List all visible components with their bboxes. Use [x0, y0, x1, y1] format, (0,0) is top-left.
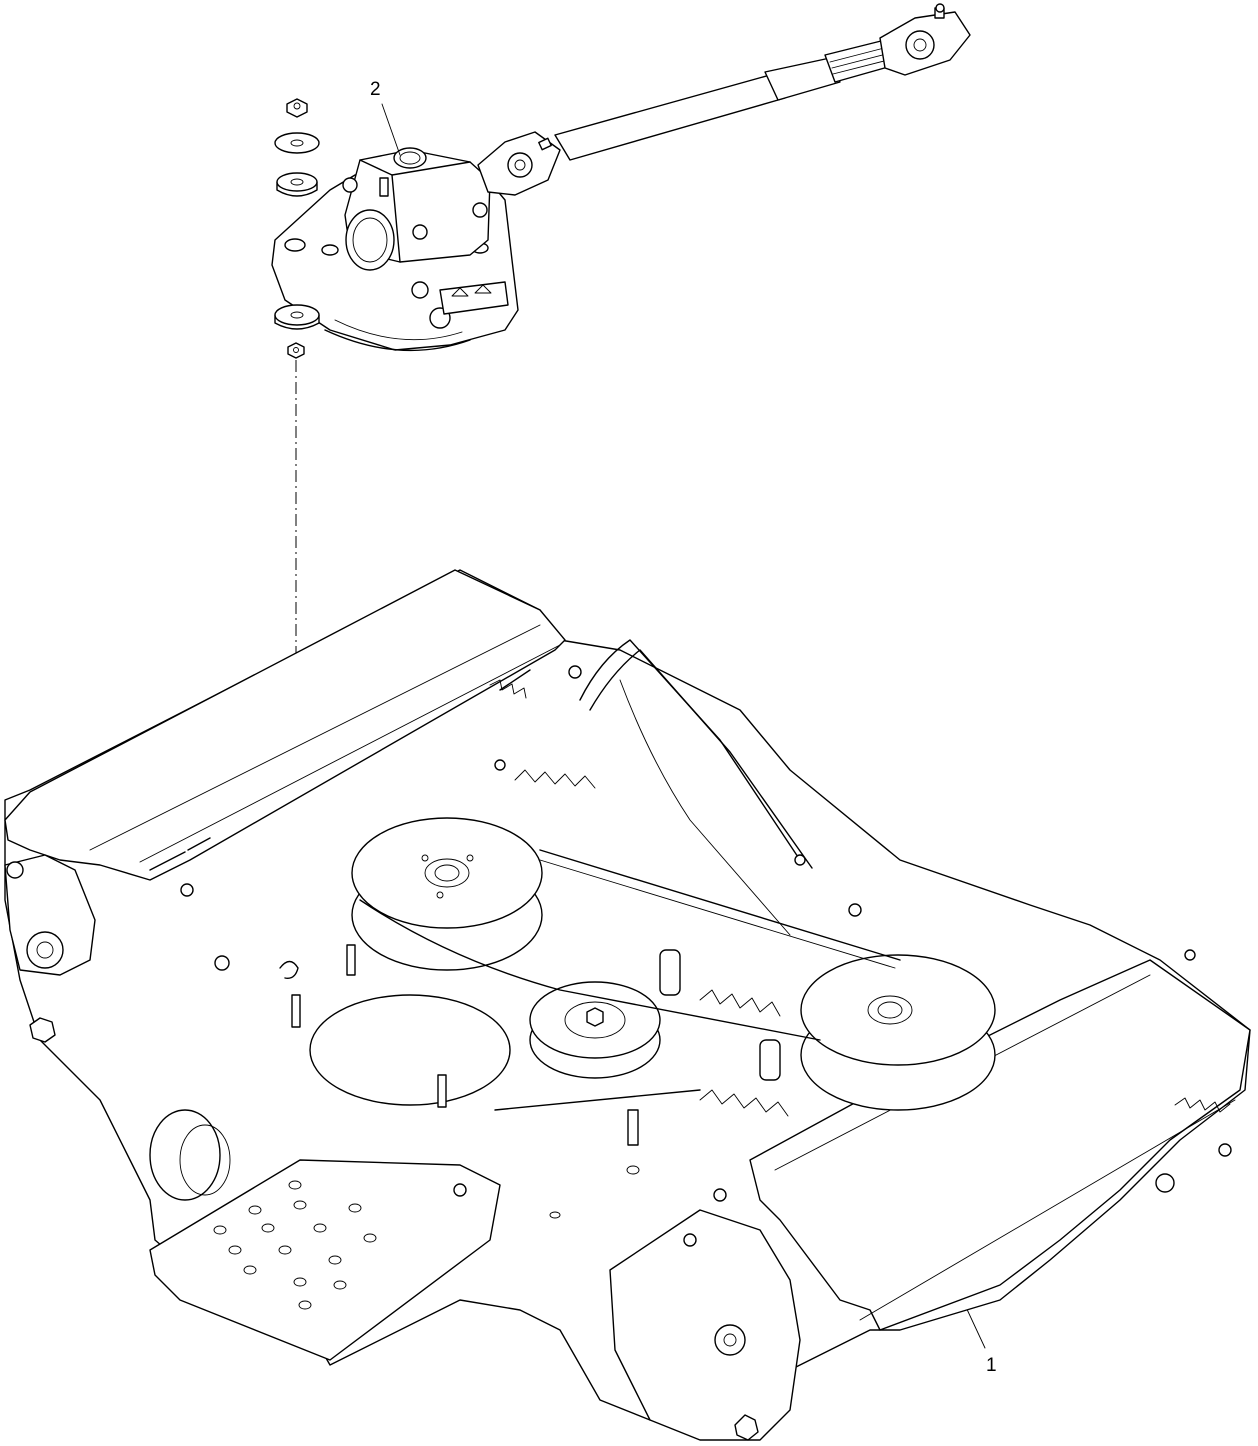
- gearbox-assembly[interactable]: [271, 147, 519, 352]
- callout-label-gearbox: 2: [370, 79, 381, 100]
- step-plate-holes: [213, 1180, 377, 1310]
- callout-2-leader: [381, 103, 401, 156]
- callout-label-deck: 1: [986, 1355, 997, 1376]
- mower-deck[interactable]: [4, 569, 1251, 1441]
- mounting-hardware-stack[interactable]: [274, 98, 320, 359]
- drive-shaft[interactable]: [477, 3, 971, 196]
